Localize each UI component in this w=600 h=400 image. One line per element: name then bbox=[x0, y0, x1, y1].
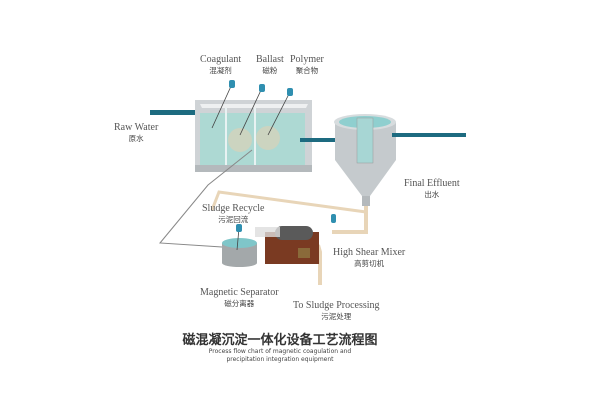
magnetic-separator-cn: 磁分离器 bbox=[224, 299, 255, 308]
sludge-return-pipe bbox=[210, 190, 367, 214]
sludge-pipe bbox=[332, 206, 368, 234]
ballast-en: Ballast bbox=[256, 54, 284, 65]
coagulation-tank bbox=[195, 100, 312, 172]
high-shear-mixer-cn: 高剪切机 bbox=[354, 259, 385, 268]
sludge-processing-cn: 污泥处理 bbox=[321, 312, 352, 321]
sludge-recycle-cn: 污泥回流 bbox=[218, 215, 249, 224]
raw-water-cn: 原水 bbox=[128, 134, 144, 143]
diagram-subtitle-line1: Process flow chart of magnetic coagulati… bbox=[208, 348, 352, 355]
dosing-mixers bbox=[211, 80, 293, 136]
recycle-line bbox=[158, 149, 253, 248]
magnetic-separator-en: Magnetic Separator bbox=[200, 287, 279, 298]
transfer-pipe bbox=[300, 138, 340, 142]
polymer-cn: 聚合物 bbox=[295, 66, 319, 75]
diagram-subtitle-line2: precipitation integration equipment bbox=[226, 356, 334, 363]
sludge-processing-en: To Sludge Processing bbox=[293, 300, 380, 311]
final-effluent-en: Final Effluent bbox=[404, 178, 460, 189]
polymer-en: Polymer bbox=[290, 54, 324, 65]
high-shear-mixer bbox=[255, 214, 336, 264]
effluent-pipe bbox=[392, 133, 466, 137]
raw-water-en: Raw Water bbox=[114, 122, 159, 133]
coagulant-en: Coagulant bbox=[200, 54, 242, 65]
sludge-recycle-en: Sludge Recycle bbox=[202, 203, 265, 214]
diagram-title: 磁混凝沉淀一体化设备工艺流程图 bbox=[182, 333, 378, 348]
raw-water-pipe bbox=[150, 110, 198, 115]
magnetic-separator bbox=[222, 224, 257, 267]
final-effluent-cn: 出水 bbox=[424, 190, 440, 199]
high-shear-mixer-en: High Shear Mixer bbox=[333, 247, 406, 258]
coagulant-cn: 混凝剂 bbox=[209, 66, 232, 75]
clarifier bbox=[334, 114, 396, 206]
ballast-cn: 磁粉 bbox=[262, 66, 278, 75]
